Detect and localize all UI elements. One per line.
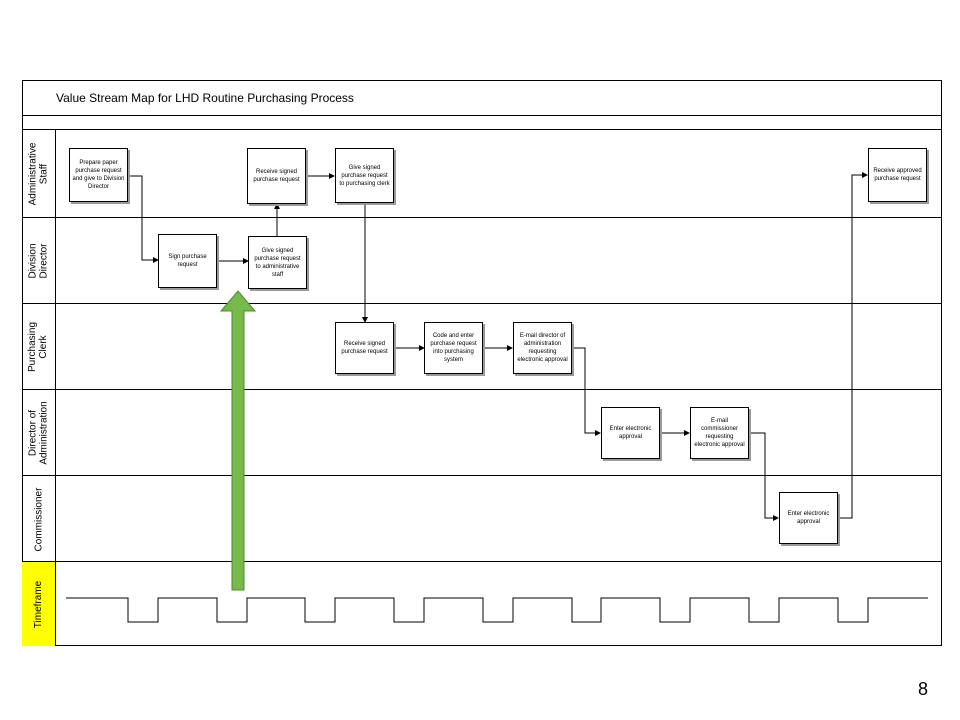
lane-label-administrative-staff: Administrative Staff [22, 130, 56, 218]
lane-label-commissioner: Commissioner [22, 476, 56, 562]
lane-label-timeframe: Timeframe [22, 562, 56, 646]
step-give-to-admin-staff: Give signed purchase request to administ… [248, 236, 307, 289]
title-bar [22, 80, 942, 116]
step-enter-approval-commissioner: Enter electronic approval [779, 492, 838, 544]
highlight-up-arrow [219, 290, 257, 591]
step-receive-approved-request: Receive approved purchase request [868, 148, 927, 202]
lane-division-director [22, 218, 942, 304]
step-code-and-enter: Code and enter purchase request into pur… [424, 322, 483, 374]
step-receive-signed-request-clerk: Receive signed purchase request [335, 322, 394, 374]
step-email-director: E-mail director of administration reques… [513, 322, 572, 374]
lane-label-division-director: Division Director [22, 218, 56, 304]
connector-email-dir-to-enter-approval [572, 347, 601, 436]
lane-purchasing-clerk [22, 304, 942, 390]
step-give-to-purchasing-clerk: Give signed purchase request to purchasi… [335, 148, 394, 203]
timeframe-line [66, 597, 928, 623]
connector-prepare-to-sign [128, 175, 159, 263]
step-prepare-request: Prepare paper purchase request and give … [69, 148, 128, 202]
step-sign-request: Sign purchase request [158, 234, 217, 288]
lane-commissioner [22, 476, 942, 562]
connector-email-comm-to-commissioner [749, 432, 779, 521]
connector-commissioner-to-receive-approved [838, 172, 868, 519]
step-email-commissioner: E-mail commissioner requesting electroni… [690, 407, 749, 459]
lane-label-director-of-administration: Director of Administration [22, 390, 56, 476]
step-enter-approval-director: Enter electronic approval [601, 407, 660, 459]
diagram-title: Value Stream Map for LHD Routine Purchas… [56, 91, 354, 105]
header-spacer [22, 116, 942, 130]
lane-label-purchasing-clerk: Purchasing Clerk [22, 304, 56, 390]
page-number: 8 [918, 679, 929, 699]
step-receive-signed-request-admin: Receive signed purchase request [247, 148, 306, 204]
lane-administrative-staff [22, 130, 942, 218]
lane-director-of-administration [22, 390, 942, 476]
